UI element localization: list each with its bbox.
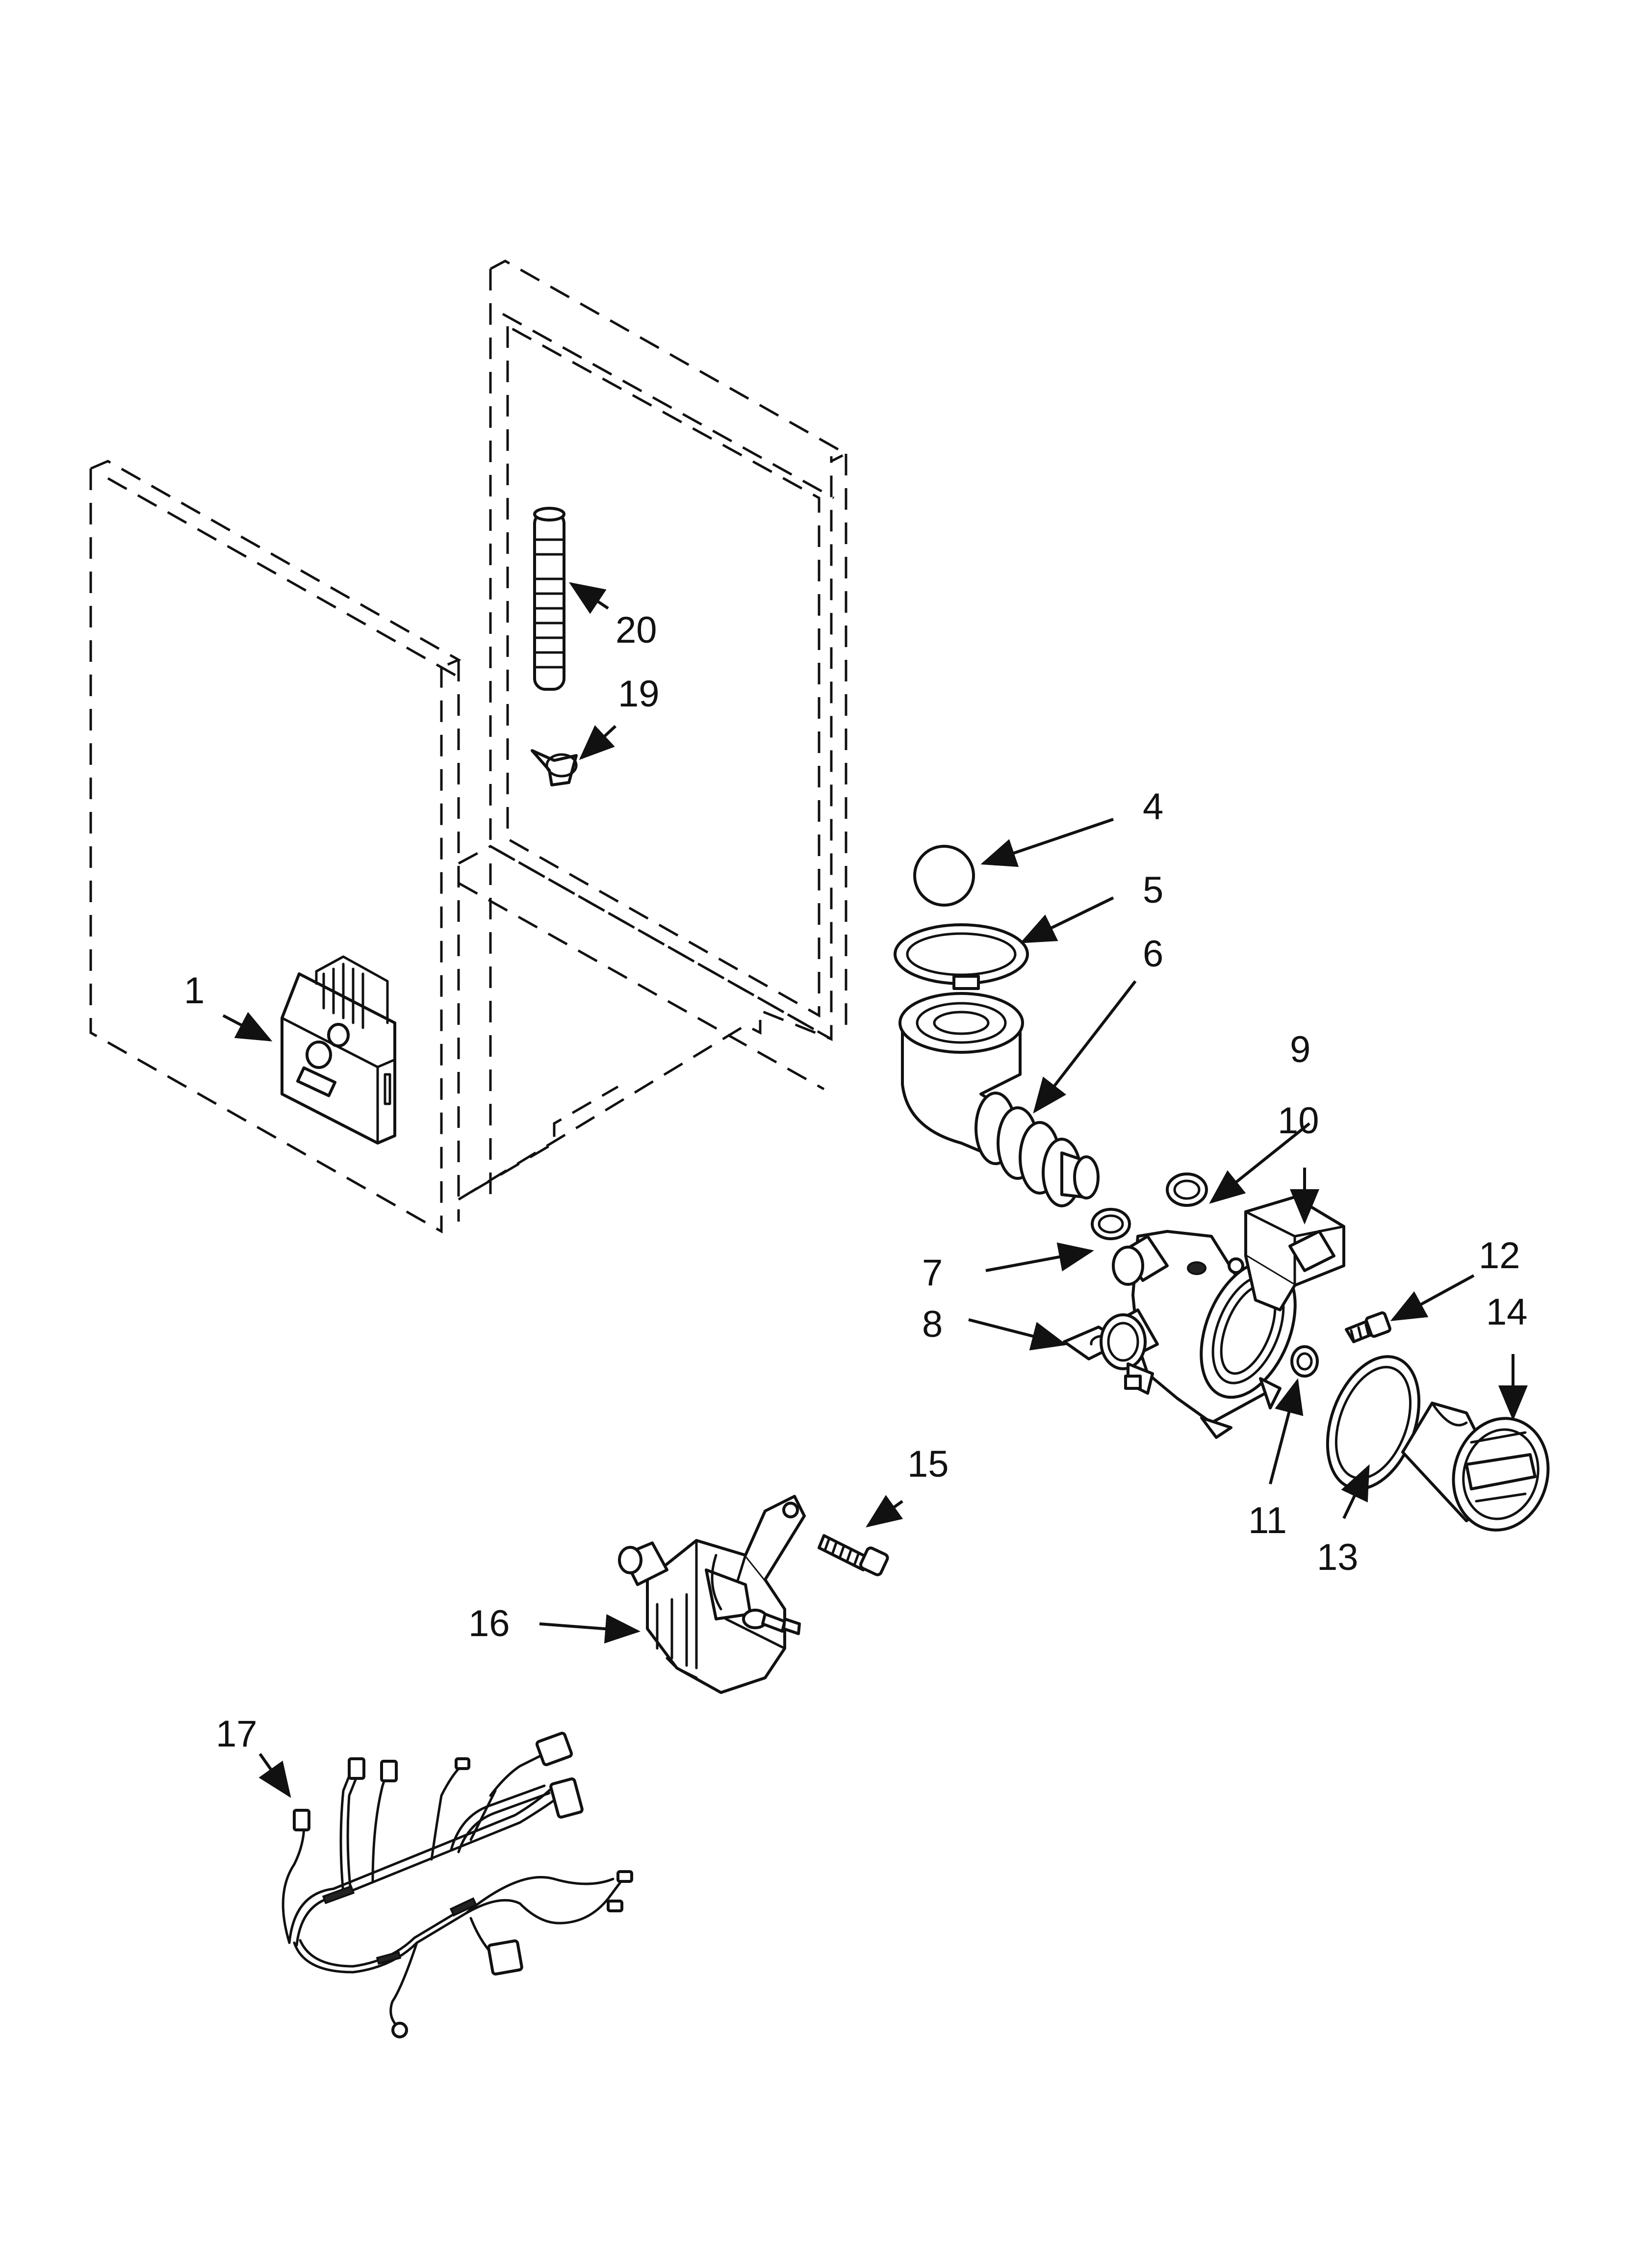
callout-19: 19: [618, 673, 660, 715]
callout-15: 15: [907, 1443, 949, 1485]
cabinet-outline: [89, 260, 849, 1234]
callout-16: 16: [468, 1603, 510, 1644]
part-20-hose: [533, 507, 565, 691]
callout-4: 4: [1143, 786, 1163, 828]
part-9-clamp: [1166, 1173, 1208, 1207]
part-17-wire-harness: [282, 1731, 633, 2038]
part-10-pump: [1100, 1196, 1345, 1439]
part-14-filter: [1401, 1402, 1550, 1532]
callout-1: 1: [184, 970, 205, 1012]
callout-5: 5: [1143, 869, 1163, 911]
callout-6: 6: [1143, 933, 1163, 975]
part-1-control-board: [281, 955, 396, 1145]
part-7-clamp: [1091, 1208, 1131, 1240]
callout-17: 17: [216, 1713, 257, 1755]
callout-7: 7: [922, 1252, 943, 1294]
callout-8: 8: [922, 1303, 943, 1345]
part-11-nut: [1290, 1345, 1319, 1378]
callout-12: 12: [1479, 1235, 1520, 1277]
callout-11: 11: [1248, 1500, 1287, 1541]
part-12-screw: [1345, 1311, 1391, 1343]
part-15-screw: [818, 1534, 889, 1576]
callout-13: 13: [1317, 1537, 1359, 1578]
part-16-motor: [618, 1495, 806, 1694]
part-4-ball: [913, 845, 975, 907]
callout-labels: 1 4 5 6 7 8 9 10 11 12 13 14 15 16 17 19…: [184, 609, 1528, 1755]
part-6-elbow-hose: [898, 992, 1100, 1207]
callout-10: 10: [1278, 1100, 1319, 1142]
callout-20: 20: [616, 609, 657, 651]
part-19-clamp: [531, 749, 578, 786]
part-5-clamp-ring: [894, 923, 1029, 990]
part-13-gasket: [1326, 1355, 1421, 1490]
callout-14: 14: [1486, 1291, 1528, 1333]
callout-9: 9: [1290, 1029, 1310, 1070]
leader-lines: [222, 582, 1528, 1798]
